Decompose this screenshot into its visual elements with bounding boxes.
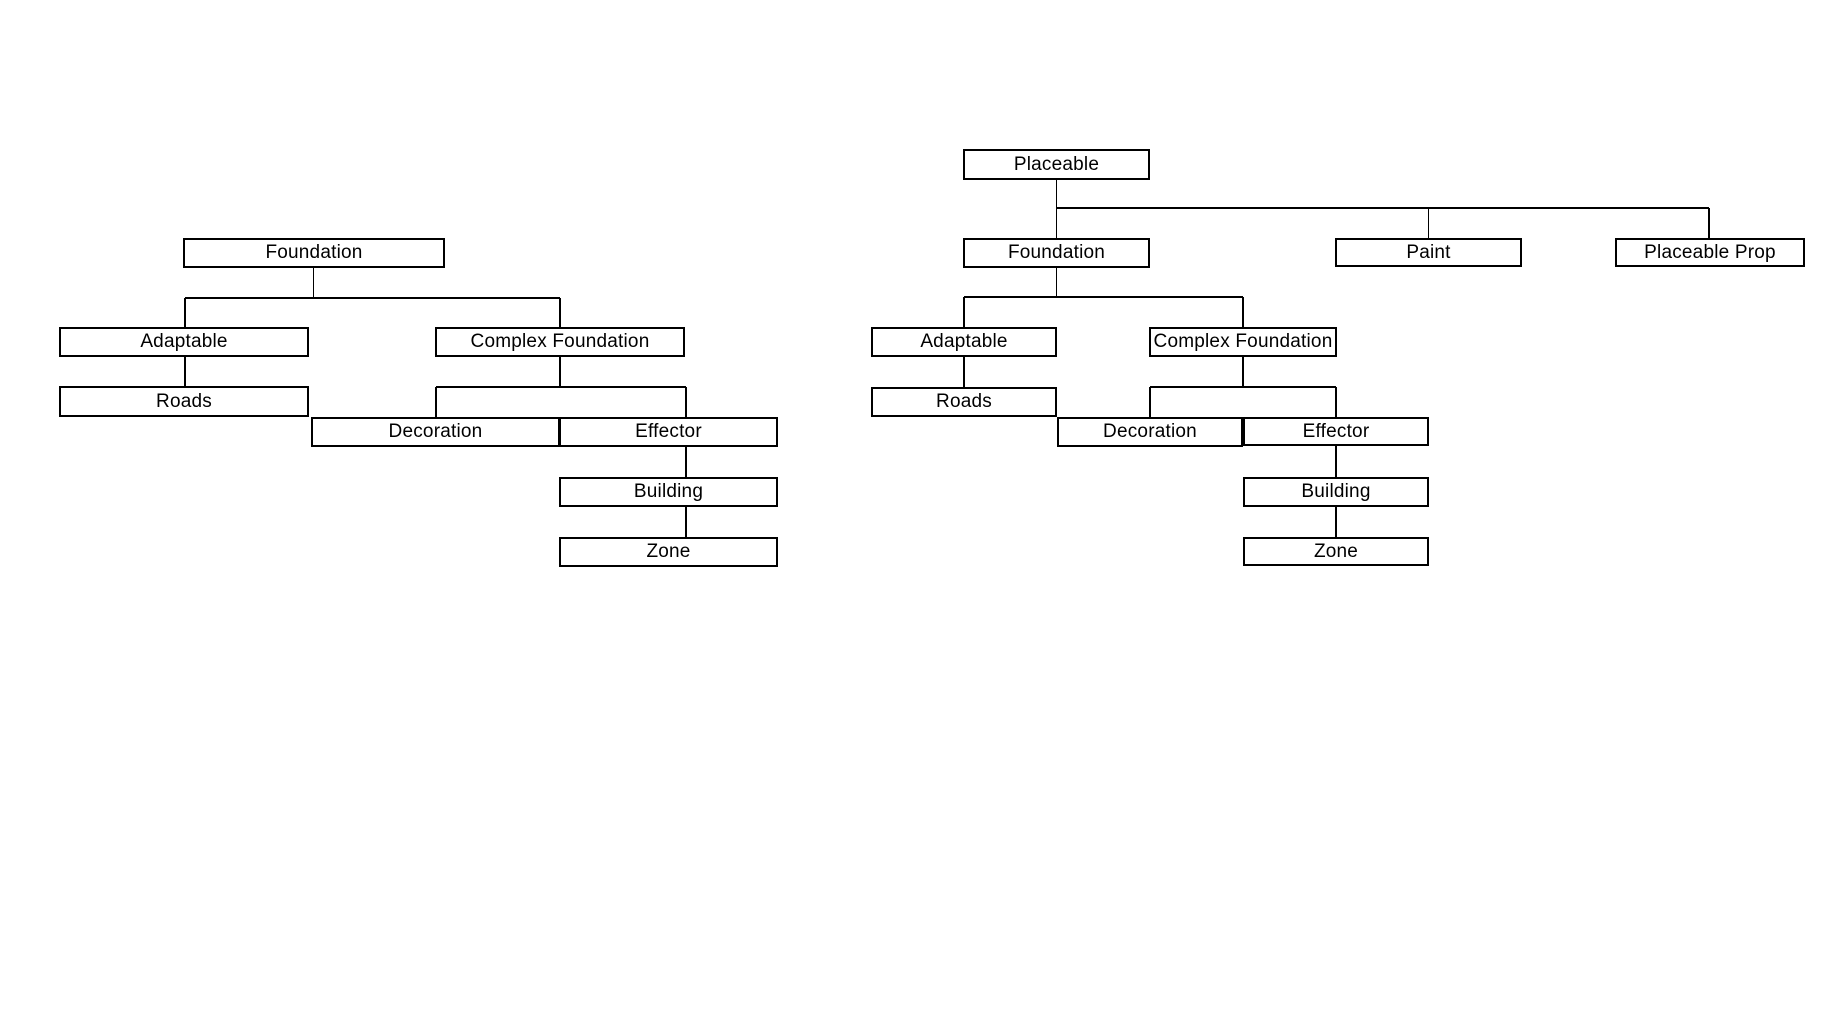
connector-left-to-complex-foundation xyxy=(559,298,561,327)
node-right-effector: Effector xyxy=(1243,417,1429,446)
node-right-placeable-prop: Placeable Prop xyxy=(1615,238,1805,267)
node-left-foundation: Foundation xyxy=(183,238,445,268)
connector-left-to-adaptable xyxy=(184,298,186,327)
connector-right-to-placeable-prop xyxy=(1708,208,1710,238)
connector-right-placeable-branch xyxy=(1056,207,1709,209)
connector-left-adaptable-to-roads xyxy=(184,356,186,386)
connector-right-effector-to-building xyxy=(1335,446,1337,477)
connector-right-to-adaptable xyxy=(963,297,965,327)
connector-left-effector-to-building xyxy=(685,447,687,477)
connector-right-to-decoration xyxy=(1149,387,1151,417)
connector-left-complex-branch xyxy=(436,386,686,388)
node-right-placeable: Placeable xyxy=(963,149,1150,180)
connector-right-to-complex-foundation xyxy=(1242,297,1244,327)
node-right-roads: Roads xyxy=(871,387,1057,417)
node-right-paint: Paint xyxy=(1335,238,1522,267)
node-right-complex-foundation: Complex Foundation xyxy=(1149,327,1337,357)
node-right-foundation: Foundation xyxy=(963,238,1150,268)
connector-right-to-effector xyxy=(1335,387,1337,417)
connector-left-foundation-stub xyxy=(312,268,315,298)
connector-right-to-paint xyxy=(1427,208,1430,238)
node-right-decoration: Decoration xyxy=(1057,417,1243,447)
connector-right-placeable-to-foundation xyxy=(1055,180,1058,238)
connector-left-complex-stub xyxy=(559,356,561,387)
node-left-effector: Effector xyxy=(559,417,778,447)
connector-left-to-decoration xyxy=(435,387,437,417)
connector-left-building-to-zone xyxy=(685,507,687,537)
connector-right-adaptable-to-roads xyxy=(963,357,965,387)
node-left-roads: Roads xyxy=(59,386,309,417)
connector-left-to-effector xyxy=(685,387,687,417)
node-left-adaptable: Adaptable xyxy=(59,327,309,357)
node-left-zone: Zone xyxy=(559,537,778,567)
connector-left-foundation-branch xyxy=(185,297,560,299)
node-left-decoration: Decoration xyxy=(311,417,560,447)
node-right-building: Building xyxy=(1243,477,1429,507)
connector-right-foundation-stub xyxy=(1055,268,1058,297)
connector-right-complex-branch xyxy=(1150,386,1336,388)
node-left-building: Building xyxy=(559,477,778,507)
node-left-complex-foundation: Complex Foundation xyxy=(435,327,685,357)
connector-right-complex-stub xyxy=(1242,357,1244,387)
node-right-zone: Zone xyxy=(1243,537,1429,566)
node-right-adaptable: Adaptable xyxy=(871,327,1057,357)
connector-right-building-to-zone xyxy=(1335,507,1337,537)
connector-right-foundation-branch xyxy=(964,296,1243,298)
